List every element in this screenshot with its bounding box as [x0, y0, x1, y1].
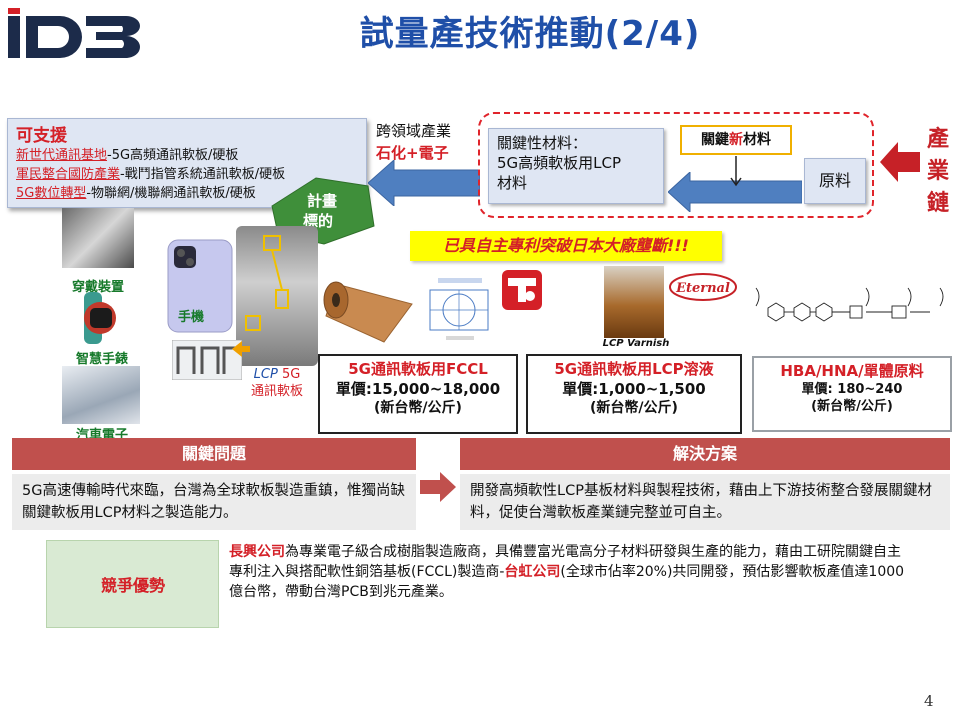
support-line: 軍民整合國防產業-戰鬥指管系統通訊軟板/硬板: [16, 167, 286, 182]
price-box-fccl: 5G通訊軟板用FCCL 單價:15,000~18,000 (新台幣/公斤): [318, 354, 518, 434]
svg-text:Eternal: Eternal: [675, 281, 730, 296]
support-title: 可支援: [16, 126, 67, 146]
eternal-logo-icon: Eternal: [669, 273, 737, 301]
supply-chain-region: [478, 112, 874, 218]
board-highlight-overlay: [245, 235, 289, 331]
support-box: 可支援 新世代通訊基地-5G高頻通訊軟板/硬板 軍民整合國防產業-戰鬥指管系統通…: [7, 118, 367, 208]
lcp-5g-board-label: LCP 5G 通訊軟板: [250, 367, 303, 399]
problem-body: 5G高速傳輸時代來臨，台灣為全球軟板製造重鎮，惟獨尚缺關鍵軟板用LCP材料之製造…: [12, 474, 416, 530]
patent-banner: 已具自主專利突破日本大廠壟斷!!!: [410, 231, 722, 261]
arrow-left-icon: [668, 172, 802, 212]
key-material-box: 關鍵性材料： 5G高頻軟板用LCP 材料: [488, 128, 664, 204]
badge-line-1: 計畫: [307, 192, 337, 210]
page-number: 4: [924, 692, 934, 710]
arrow-right-icon: [420, 472, 456, 502]
arrow-down-icon: [730, 156, 742, 187]
chemical-structure-diagram: [755, 287, 944, 322]
competitive-advantage-text: 長興公司為專業電子級合成樹脂製造廠商，具備豐富光電高分子材料研發與生產的能力，藉…: [218, 540, 918, 628]
solution-header: 解決方案: [460, 438, 950, 470]
arrow-left-icon: [880, 142, 920, 182]
fccl-roll-image: [323, 281, 413, 343]
page-title: 試量產技術推動(2/4): [359, 14, 701, 54]
id3-logo: [8, 8, 140, 58]
cross-domain-label: 跨領域產業 石化+電子: [376, 122, 452, 162]
wearable-label: 穿戴裝置: [71, 280, 124, 295]
automotive-image: [62, 366, 140, 424]
price-box-monomer: HBA/HNA/單體原料 單價: 180~240 (新台幣/公斤): [752, 356, 952, 432]
itri-logo-icon: [502, 270, 542, 310]
competitive-advantage-label: 競爭優勢: [100, 576, 165, 595]
phone-image: [167, 239, 233, 333]
support-line: 5G數位轉型-物聯網/機聯網通訊軟板/硬板: [16, 186, 256, 201]
raw-material-box: 原料: [804, 158, 866, 204]
lcp-varnish-caption: LCP Varnish: [602, 338, 670, 349]
lcp-varnish-image: [604, 266, 664, 338]
problem-header: 關鍵問題: [12, 438, 416, 470]
arrow-left-icon: [368, 160, 480, 206]
phone-label: 手機: [178, 310, 205, 325]
arrow-left-icon: [232, 341, 250, 357]
smart-watch-label: 智慧手錶: [75, 352, 128, 367]
solution-body: 開發高頻軟性LCP基板材料與製程技術，藉由上下游技術整合發展關鍵材料，促使台灣軟…: [460, 474, 950, 530]
smart-watch-image: [84, 292, 116, 344]
wearable-device-image: [62, 208, 134, 268]
price-box-lcp-solution: 5G通訊軟板用LCP溶液 單價:1,000~1,500 (新台幣/公斤): [526, 354, 742, 434]
flex-board-image: [172, 340, 242, 380]
industry-chain-label: 產 業 鏈: [926, 127, 949, 216]
radiation-pattern-diagram: [424, 274, 496, 348]
key-new-material-box: 關鍵新材料: [680, 125, 792, 155]
support-line: 新世代通訊基地-5G高頻通訊軟板/硬板: [16, 148, 239, 163]
badge-line-2: 標的: [303, 212, 333, 230]
